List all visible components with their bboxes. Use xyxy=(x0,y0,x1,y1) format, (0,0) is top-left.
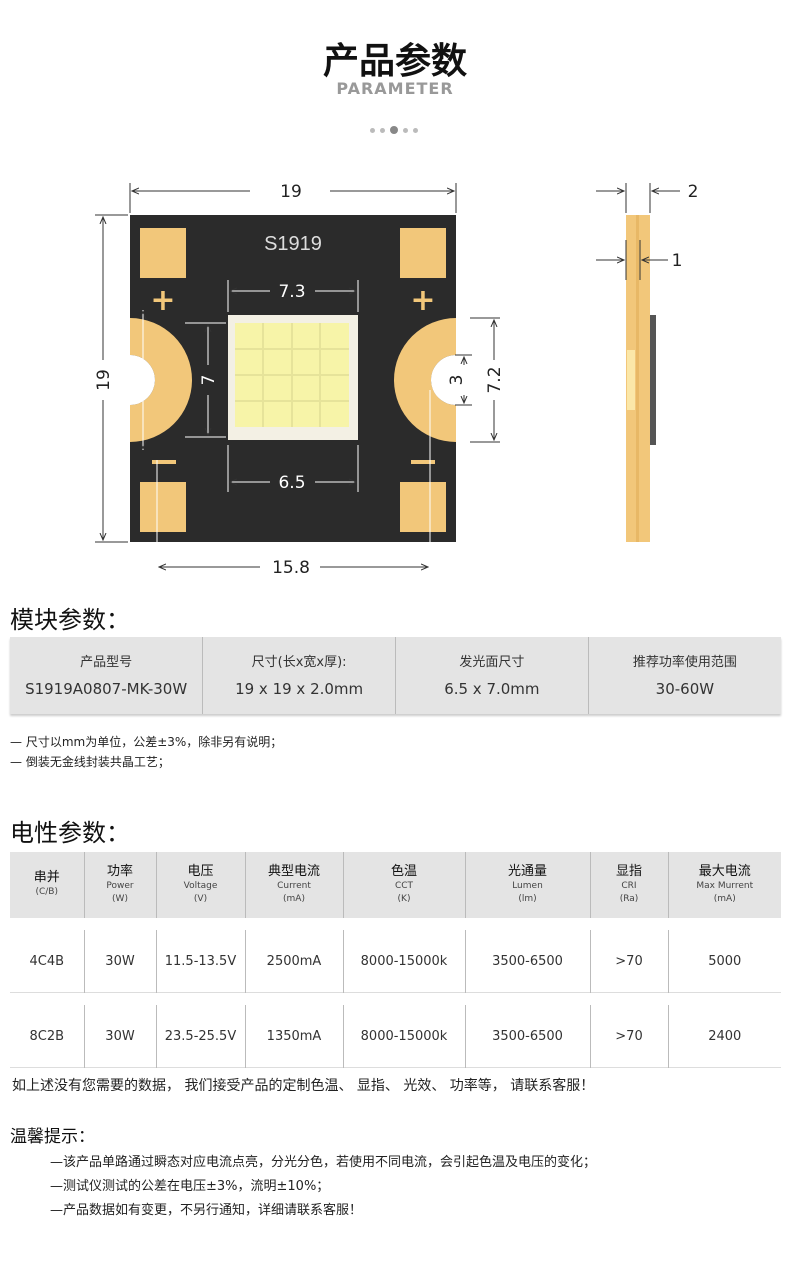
led-dimension-diagram: S1919 + + 19 19 7.3 6.5 7 8 3 7.2 15.8 2… xyxy=(94,182,699,620)
dim-height-label: 19 xyxy=(94,369,114,391)
led-board-front: S1919 + + xyxy=(125,215,481,620)
table-cell: 1350mA xyxy=(245,1005,344,1068)
module-params-table: 产品型号 S1919A0807-MK-30W 尺寸(长x宽x厚): 19 x 19 … xyxy=(10,637,781,714)
dim-side-total-label: 2 xyxy=(688,182,699,202)
column-header-en: (C/B) xyxy=(35,887,58,897)
column-header-unit: (mA) xyxy=(713,893,736,904)
header-power-range: 推荐功率使用范围 xyxy=(632,654,737,670)
plus-sign: + xyxy=(410,283,435,318)
column-header-unit: (Ra) xyxy=(619,893,639,904)
column-header-cn: 电压 xyxy=(187,863,214,879)
table-cell: 2400 xyxy=(668,1005,781,1068)
led-board-side xyxy=(596,183,680,620)
dim-slot-right-label: 7.2 xyxy=(485,366,505,393)
table-cell: 30W xyxy=(84,1005,157,1068)
column-header-cn: 色温 xyxy=(390,863,417,879)
table-cell: 8000-15000k xyxy=(343,1005,466,1068)
decorative-dots xyxy=(370,126,418,134)
page-title: 产品参数 xyxy=(322,41,467,82)
column-header-en: Power xyxy=(106,880,134,891)
value-power-range: 30-60W xyxy=(655,679,715,698)
column-header-en: Voltage xyxy=(183,880,218,891)
table-cell: 23.5-25.5V xyxy=(156,1005,246,1068)
column-header-cn: 串并 xyxy=(33,870,60,885)
custom-note: 如上述没有您需要的数据， 我们接受产品的定制色温、 显指、 光效、 功率等， 请… xyxy=(12,1078,595,1094)
header-model: 产品型号 xyxy=(80,654,133,670)
column-header-cn: 光通量 xyxy=(507,863,547,879)
page-subtitle: PARAMETER xyxy=(336,79,454,98)
column-header-en: CCT xyxy=(394,880,414,891)
header-size: 尺寸(长x宽x厚): xyxy=(251,654,347,670)
dim-die-bottom-label: 6.5 xyxy=(278,473,305,493)
column-header-unit: (V) xyxy=(193,893,208,904)
table-cell: 8000-15000k xyxy=(343,930,466,993)
column-header-unit: (mA) xyxy=(283,893,305,904)
table-cell: 11.5-13.5V xyxy=(156,930,246,993)
dim-die-height-label: 7 xyxy=(199,375,219,386)
column-header-unit: (lm) xyxy=(518,893,537,904)
plus-sign: + xyxy=(150,283,175,318)
value-model: S1919A0807-MK-30W xyxy=(25,679,188,698)
table-cell: 30W xyxy=(84,930,157,993)
table-cell: 5000 xyxy=(668,930,781,993)
table-cell: 4C4B xyxy=(10,930,85,993)
tip-item: —产品数据如有变更，不另行通知，详细请联系客服！ xyxy=(50,1203,363,1218)
table-cell: 2500mA xyxy=(245,930,344,993)
module-note: — 尺寸以mm为单位，公差±3%，除非另有说明； xyxy=(10,735,283,749)
column-header-en: CRI xyxy=(621,880,637,891)
board-model-label: S1919 xyxy=(264,233,322,255)
value-emitting-area: 6.5 x 7.0mm xyxy=(444,679,540,698)
module-note: — 倒装无金线封装共晶工艺； xyxy=(10,755,170,769)
dim-side-board-label: 1 xyxy=(672,251,683,271)
tip-item: —该产品单路通过瞬态对应电流点亮，分光分色，若使用不同电流，会引起色温及电压的变… xyxy=(50,1155,597,1170)
dim-pad-span-label: 15.8 xyxy=(272,558,310,578)
table-cell: >70 xyxy=(590,930,669,993)
dim-slot-left-label: 8 xyxy=(134,375,154,386)
column-header-cn: 典型电流 xyxy=(267,863,320,879)
table-cell: 3500-6500 xyxy=(465,1005,591,1068)
value-size: 19 x 19 x 2.0mm xyxy=(235,679,364,698)
column-header: 串并 (C/B) xyxy=(10,852,85,918)
table-cell: 8C2B xyxy=(10,1005,85,1068)
column-header-cn: 功率 xyxy=(106,863,133,879)
minus-sign xyxy=(152,460,176,464)
column-header-en: Lumen xyxy=(512,880,543,891)
tips-heading: 温馨提示： xyxy=(10,1127,95,1147)
module-params-heading: 模块参数： xyxy=(10,606,130,634)
tip-item: —测试仪测试的公差在电压±3%，流明±10%； xyxy=(50,1179,330,1194)
column-header-cn: 显指 xyxy=(615,863,642,879)
dim-die-top-label: 7.3 xyxy=(278,282,305,302)
column-header-unit: (K) xyxy=(397,893,411,904)
header-emitting-area: 发光面尺寸 xyxy=(459,654,525,670)
dim-hole-label: 3 xyxy=(447,375,467,386)
column-header-cn: 最大电流 xyxy=(698,863,751,879)
column-header-unit: (W) xyxy=(112,893,128,904)
column-header-en: Current xyxy=(277,880,311,891)
minus-sign xyxy=(411,460,435,464)
table-cell: 3500-6500 xyxy=(465,930,591,993)
table-cell: >70 xyxy=(590,1005,669,1068)
dim-width-label: 19 xyxy=(280,182,302,202)
column-header-en: Max Murrent xyxy=(696,880,754,891)
electrical-params-heading: 电性参数： xyxy=(10,819,130,847)
